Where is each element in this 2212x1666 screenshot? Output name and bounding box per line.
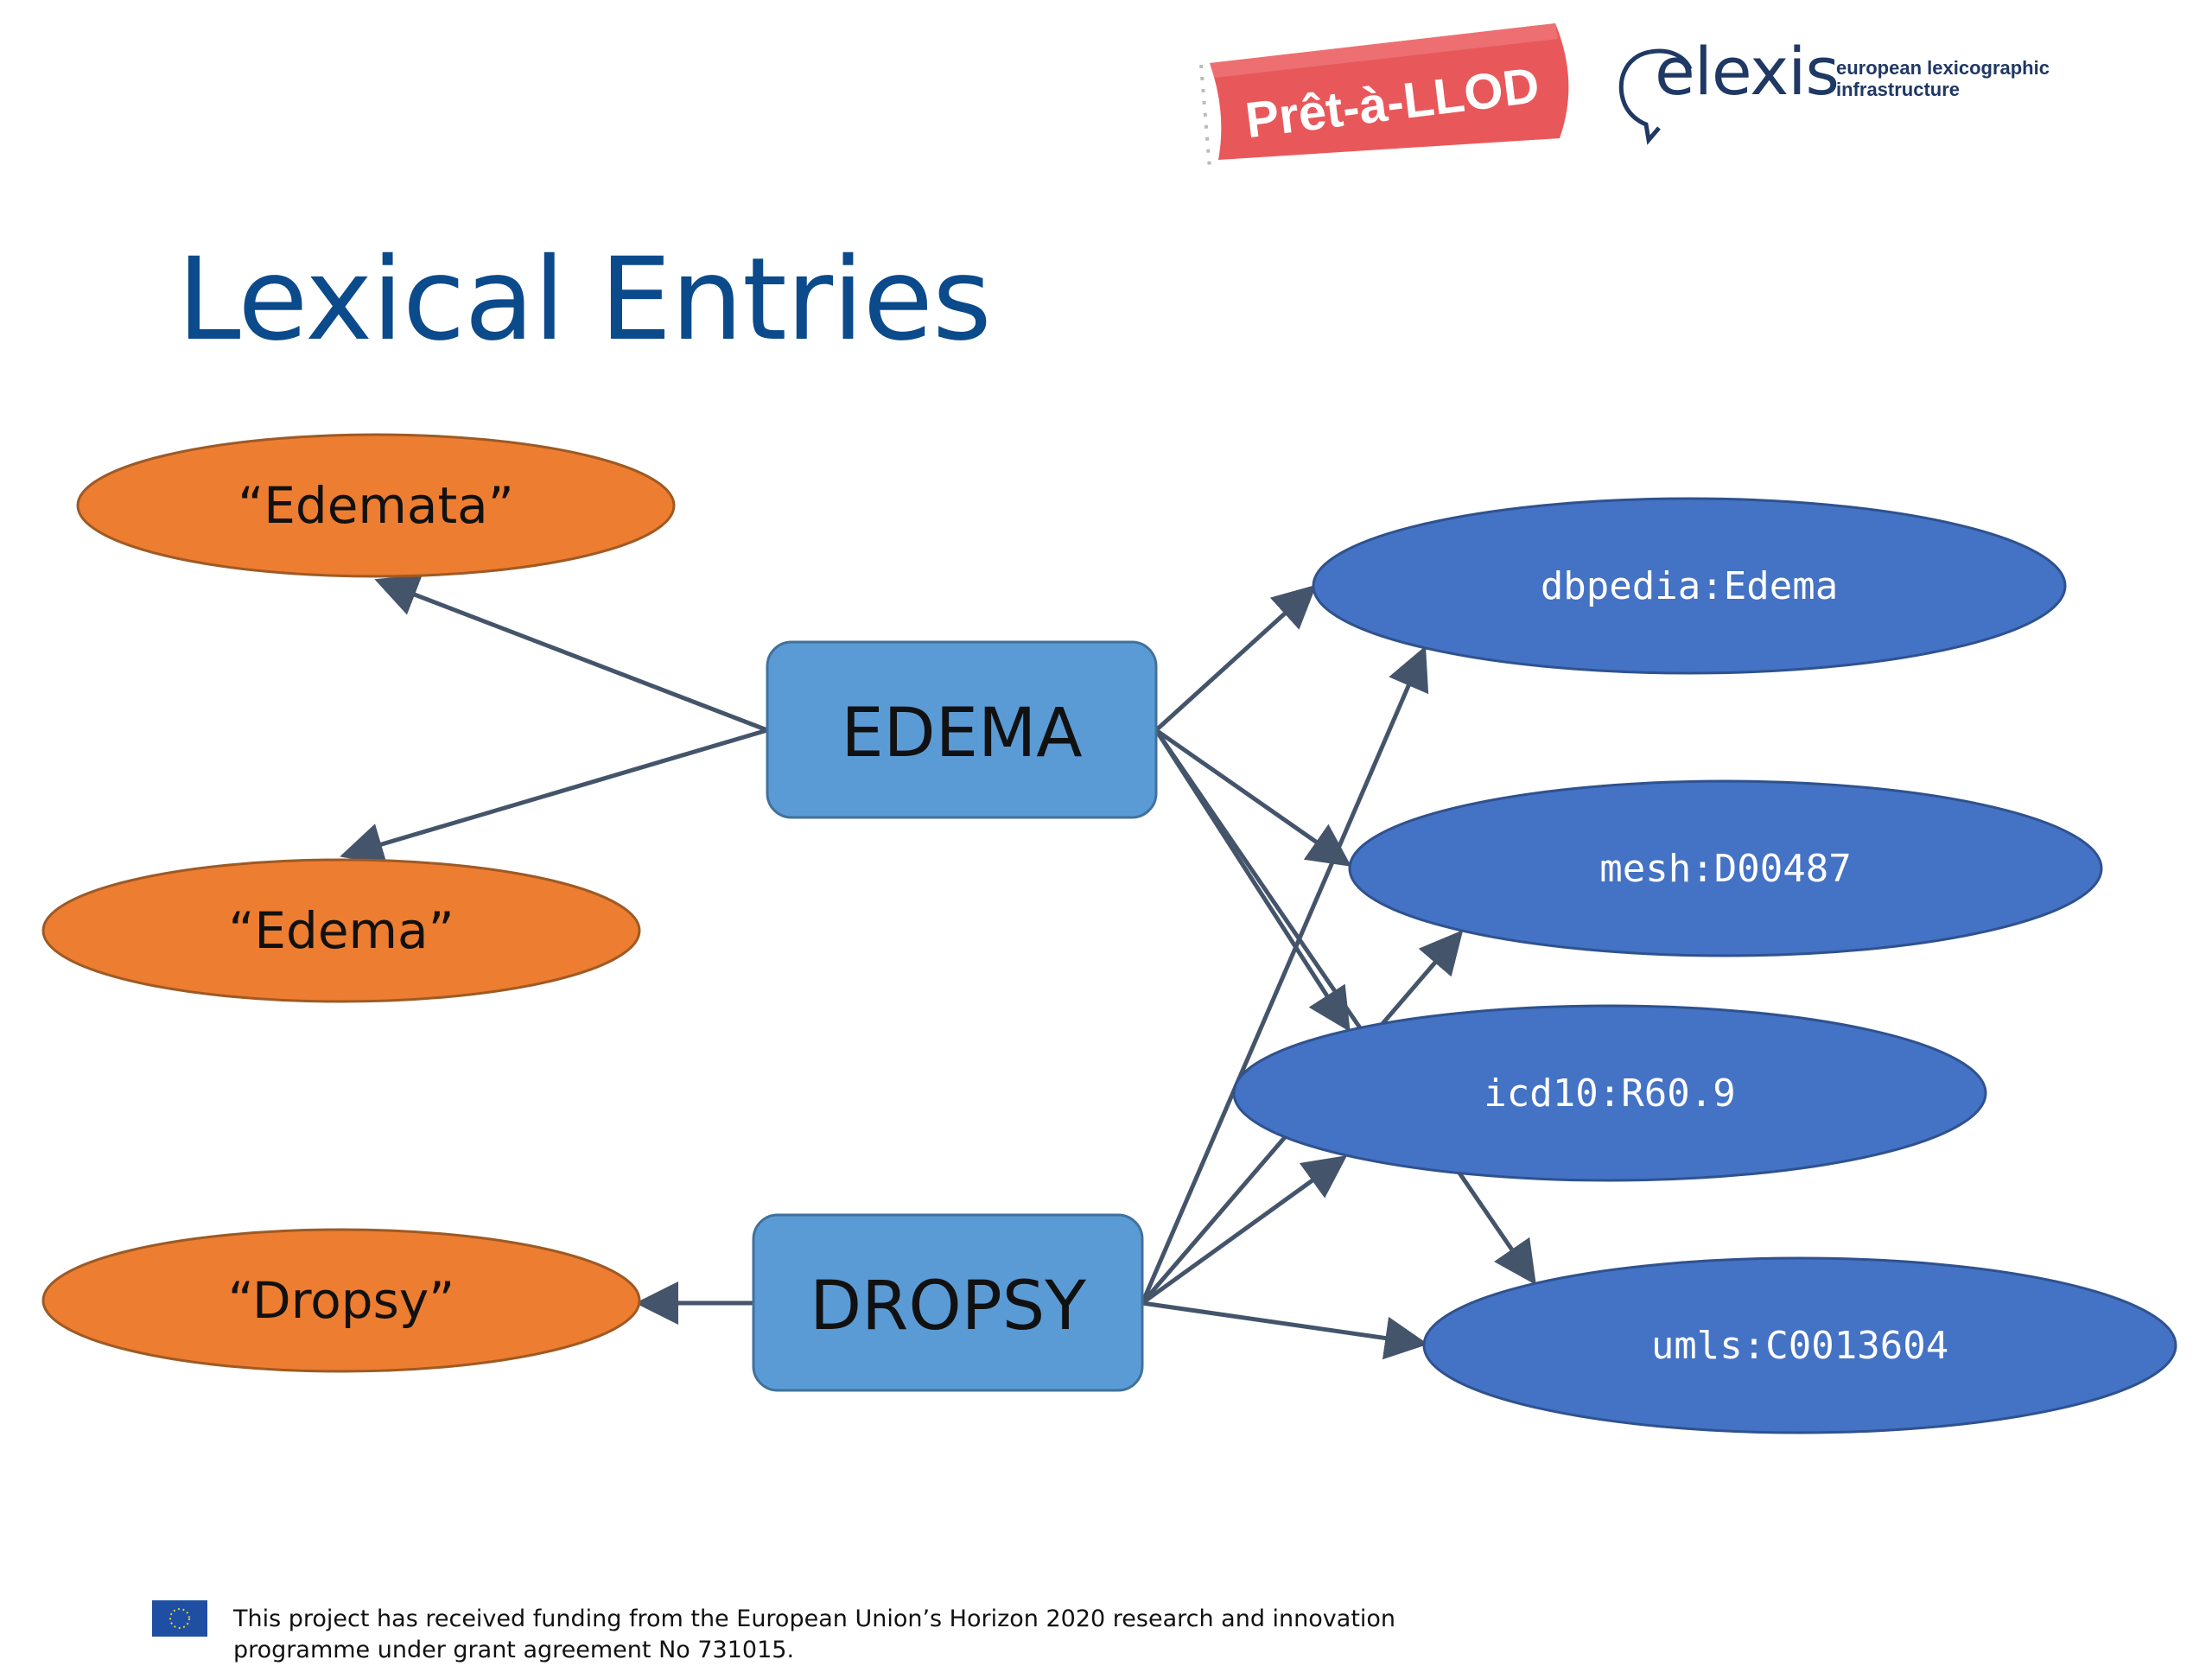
edges-layer bbox=[340, 574, 1536, 1360]
form-node-dropsy: “Dropsy” bbox=[41, 1228, 641, 1373]
pret-a-llod-logo: Prêt-à-LLOD bbox=[1199, 23, 1569, 169]
edge-edema-to-dbpedia bbox=[1154, 584, 1317, 732]
form-node-edema: “Edema” bbox=[41, 858, 641, 1003]
edge-dropsy-to-dbpedia bbox=[1140, 645, 1429, 1304]
funding-notice: This project has received funding from t… bbox=[233, 1606, 1396, 1663]
edge-edema-to-edema bbox=[340, 728, 768, 866]
entry-label-edema: EDEMA bbox=[841, 695, 1082, 773]
edge-dropsy-to-umls bbox=[1141, 1300, 1428, 1360]
concept-node-icd10: icd10:R60.9 bbox=[1232, 1004, 1987, 1182]
edge-dropsy-to-icd10 bbox=[1141, 1155, 1348, 1306]
concept-label-mesh: mesh:D00487 bbox=[1599, 847, 1851, 891]
entry-node-edema: EDEMA bbox=[766, 640, 1158, 819]
concept-label-dbpedia: dbpedia:Edema bbox=[1541, 564, 1838, 608]
eu-flag-icon bbox=[152, 1600, 207, 1637]
page-title: Lexical Entries bbox=[177, 233, 992, 366]
form-label-dropsy: “Dropsy” bbox=[228, 1271, 454, 1330]
concept-label-icd10: icd10:R60.9 bbox=[1484, 1071, 1735, 1116]
elexis-tagline: european lexicographic infrastructure bbox=[1836, 57, 2050, 100]
form-node-edemata: “Edemata” bbox=[76, 433, 676, 578]
edge-edema-to-edemata bbox=[374, 574, 768, 733]
entry-node-dropsy: DROPSY bbox=[752, 1213, 1144, 1392]
edge-edema-to-umls bbox=[1154, 728, 1536, 1286]
concept-node-dbpedia: dbpedia:Edema bbox=[1312, 497, 2067, 675]
concept-node-mesh: mesh:D00487 bbox=[1348, 779, 2103, 957]
form-label-edema: “Edema” bbox=[228, 901, 454, 960]
elexis-head-icon bbox=[1618, 48, 1693, 145]
pret-a-llod-ribbon bbox=[1199, 23, 1569, 169]
elexis-wordmark: elexis bbox=[1655, 33, 1840, 110]
concept-node-umls: umls:C0013604 bbox=[1422, 1256, 2177, 1434]
elexis-logo-mark bbox=[1618, 48, 1693, 145]
entry-label-dropsy: DROPSY bbox=[810, 1268, 1086, 1345]
edge-edema-to-mesh bbox=[1154, 728, 1352, 867]
form-label-edemata: “Edemata” bbox=[238, 476, 514, 535]
concept-label-umls: umls:C0013604 bbox=[1651, 1324, 1948, 1368]
